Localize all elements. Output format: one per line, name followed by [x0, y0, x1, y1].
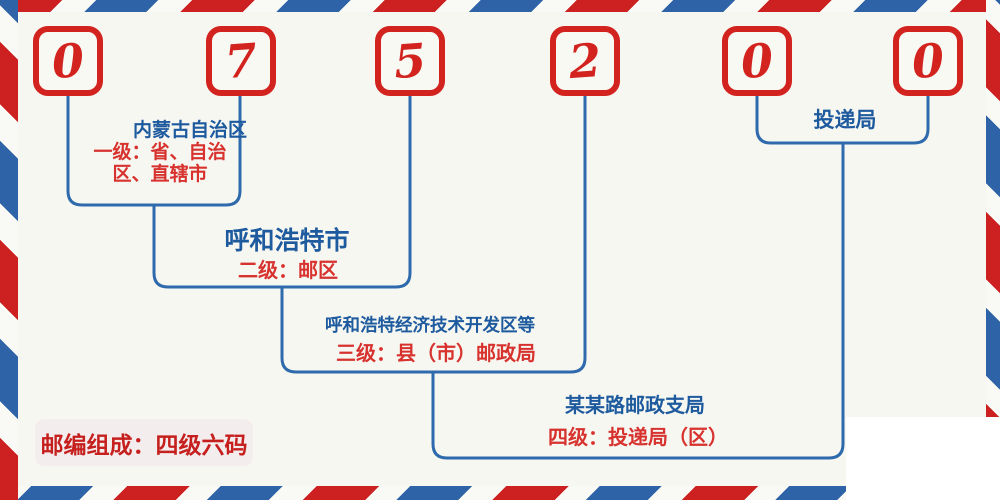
level1-description: 一级：省、自治区、直辖市: [93, 142, 227, 186]
postal-code-composition-badge: 邮编组成：四级六码: [35, 419, 253, 466]
level1-region-name: 内蒙古自治区: [132, 120, 248, 141]
badge-text: 邮编组成：四级六码: [40, 431, 248, 459]
airmail-border-left: [0, 0, 18, 500]
airmail-border-right: [986, 0, 1000, 500]
digit-box-1: 0: [33, 26, 103, 96]
digit-box-6: 0: [893, 26, 963, 96]
digit-2: 7: [223, 32, 259, 90]
level4-bracket-line: [431, 143, 845, 460]
delivery-bracket-line: [755, 96, 930, 145]
digit-box-3: 5: [375, 26, 445, 96]
digit-box-2: 7: [206, 26, 276, 96]
level2-description: 二级：邮区: [238, 260, 338, 282]
delivery-office-label: 投递局: [813, 109, 877, 132]
digit-5: 0: [739, 32, 775, 90]
level2-region-name: 呼和浩特市: [224, 227, 350, 255]
digit-box-4: 2: [550, 26, 620, 96]
digit-6: 0: [910, 32, 946, 90]
digit-box-5: 0: [722, 26, 792, 96]
airmail-border-top: [0, 0, 1000, 12]
bottom-right-white-patch: [846, 417, 1000, 500]
level3-description: 三级：县（市）邮政局: [336, 343, 536, 365]
level4-description: 四级：投递局（区）: [548, 427, 728, 449]
level3-region-name: 呼和浩特经济技术开发区等: [325, 315, 535, 335]
digit-3: 5: [392, 32, 428, 90]
airmail-border-bottom: [0, 486, 1000, 500]
level4-region-name: 某某路邮政支局: [565, 395, 705, 417]
digit-1: 0: [50, 32, 86, 90]
digit-4: 2: [567, 32, 603, 90]
